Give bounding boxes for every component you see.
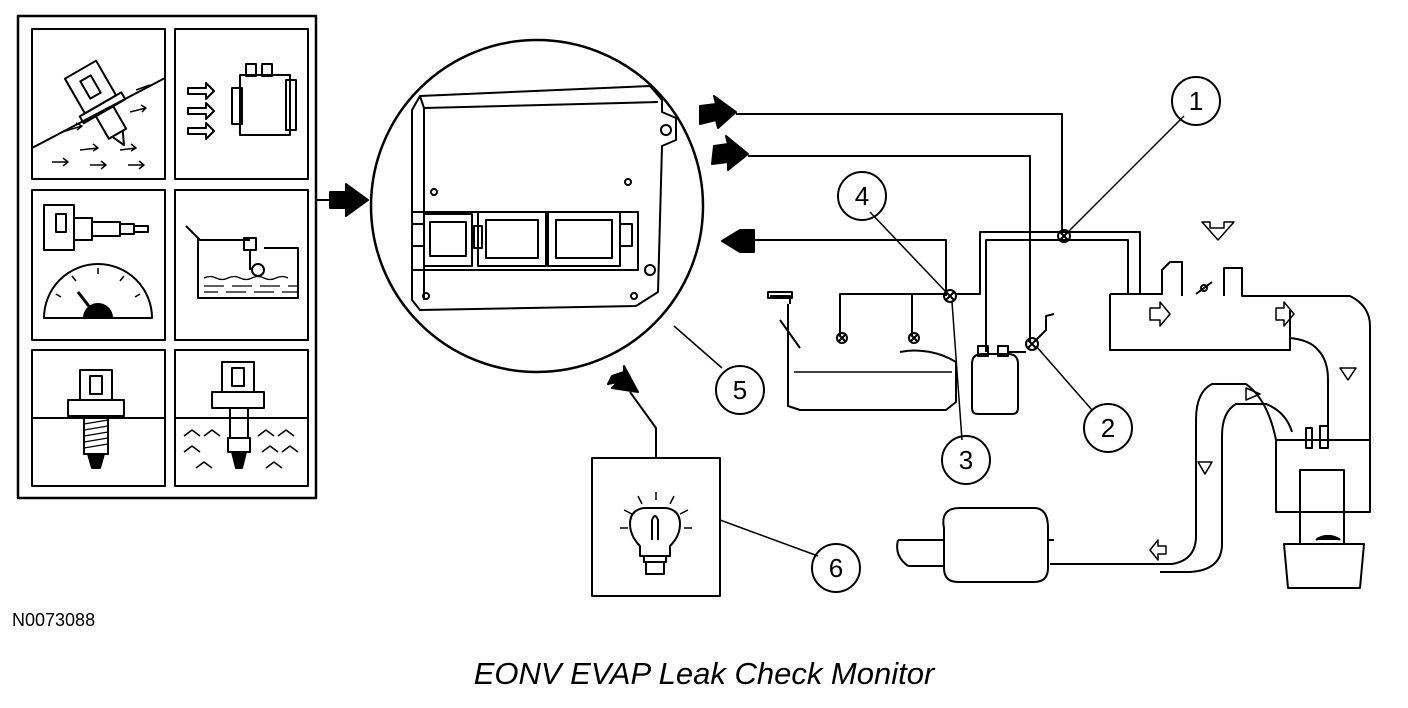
diagram-caption: EONV EVAP Leak Check Monitor (473, 656, 935, 691)
pcm-connector-a (411, 213, 473, 267)
callout-1-label: 1 (1189, 86, 1203, 116)
callout-1: 1 (1171, 76, 1221, 126)
callout-2-label: 2 (1101, 413, 1115, 443)
fuel-level-sender-icon (174, 189, 309, 341)
callout-6: 6 (811, 543, 861, 593)
pcm-connector-b (473, 211, 547, 267)
engine-coolant-temperature-sensor-icon (174, 349, 309, 487)
callout-5-label: 5 (733, 375, 747, 405)
vehicle-speed-sensor-icon (31, 189, 166, 341)
fuel-tank (767, 231, 1141, 411)
callout-3: 3 (941, 435, 991, 485)
pcm-output-arrow-to-lamp (607, 365, 657, 458)
sensor-input-panel (16, 14, 318, 500)
canister-vent-valve (1025, 313, 1055, 351)
powertrain-control-module (369, 38, 705, 374)
callout-4-label: 4 (855, 181, 869, 211)
exhaust-path (896, 383, 1293, 583)
mass-air-flow-sensor-icon (174, 28, 309, 180)
evap-canister (971, 345, 1026, 415)
callout-3-label: 3 (959, 445, 973, 475)
intake-air-path (1109, 221, 1371, 470)
callout-2: 2 (1083, 403, 1133, 453)
input-arrow (316, 183, 369, 217)
throttle-position-sensor-icon (31, 28, 166, 180)
pcm-output-arrow-lower (711, 135, 1031, 342)
pcm-input-arrow (721, 229, 947, 296)
malfunction-indicator-lamp (591, 457, 721, 597)
pcm-connector-c (547, 211, 633, 267)
intake-air-temperature-sensor-icon (31, 349, 166, 487)
callout-6-label: 6 (829, 553, 843, 583)
figure-id: N0073088 (12, 610, 96, 630)
engine-block (1275, 425, 1371, 589)
fuel-tank-pressure-sensor-valve (943, 289, 957, 303)
pcm-output-arrow-upper (699, 95, 1063, 234)
vapor-management-valve (1057, 229, 1071, 243)
callout-4: 4 (837, 171, 887, 221)
callout-5: 5 (715, 365, 765, 415)
callout-leaders (673, 115, 1185, 557)
